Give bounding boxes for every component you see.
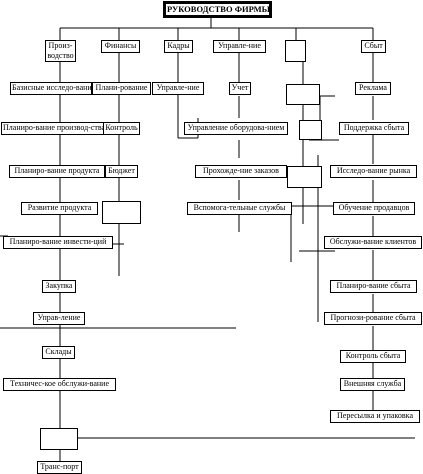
sales-item-market-research: Исследо-вание рынка [330, 165, 417, 178]
sales-item-sales-planning: Планиро-вание сбыта [330, 280, 417, 293]
sales-item-customer-service: Обслужи-вание клиентов [324, 236, 422, 249]
finance-item-planning: Плани-рование [92, 82, 151, 95]
sales-item-external-service: Внешняя служба [340, 378, 405, 391]
production-item-product-development: Развитие продукта [21, 202, 98, 215]
sales-item-sales-forecasting: Прогнози-рование сбыта [324, 312, 422, 325]
personnel-item-management: Управле-ние [152, 82, 204, 95]
finance-item-budget: Бюджет [105, 165, 138, 178]
production-item-purchasing: Закупка [42, 280, 76, 293]
dept-production: Произ-водство [45, 40, 76, 62]
dept-personnel: Кадры [164, 40, 193, 53]
production-item-warehouses: Склады [42, 346, 75, 359]
dept-sales: Сбыт [361, 40, 386, 53]
unlabeled-box-3 [287, 166, 322, 188]
finance-item-control: Контроль [103, 122, 140, 135]
production-item-product-planning: Планиро-вание продукта [9, 165, 105, 178]
company-management-box: РУКОВОДСТВО ФИРМЫ [163, 1, 272, 18]
production-item-basic-research: Базисные исследо-вания [10, 82, 92, 95]
dept-management: Управле-ние [213, 40, 266, 53]
production-item-maintenance: Техничес-кое обслужи-вание [3, 378, 116, 391]
sales-item-sales-control: Контроль сбыта [340, 350, 406, 363]
finance-unlabeled-box [102, 201, 141, 224]
management-item-support-services: Вспомога-тельные службы [187, 202, 292, 215]
production-item-transport: Транс-порт [37, 461, 82, 474]
management-item-accounting: Учет [229, 82, 251, 95]
sales-item-sales-training: Обучение продавцов [333, 202, 415, 215]
dept-unlabeled-box [285, 40, 306, 62]
unlabeled-box-1 [286, 84, 320, 105]
dept-finance: Финансы [101, 40, 140, 53]
sales-item-sales-support: Поддержка сбыта [339, 122, 409, 135]
management-item-order-processing: Прохожде-ние заказов [195, 165, 287, 178]
sales-item-advertising: Реклама [355, 82, 391, 95]
production-item-investment-planning: Планиро-вание инвести-ций [3, 236, 113, 249]
production-unlabeled-box [40, 428, 78, 450]
unlabeled-box-2 [299, 120, 322, 140]
production-item-management: Управ-ление [33, 312, 85, 325]
production-item-production-planning: Планиро-вание производ-ства [1, 122, 105, 135]
management-item-equipment: Управление оборудова-нием [184, 122, 288, 135]
sales-item-shipping-packing: Пересылка и упаковка [330, 410, 420, 423]
